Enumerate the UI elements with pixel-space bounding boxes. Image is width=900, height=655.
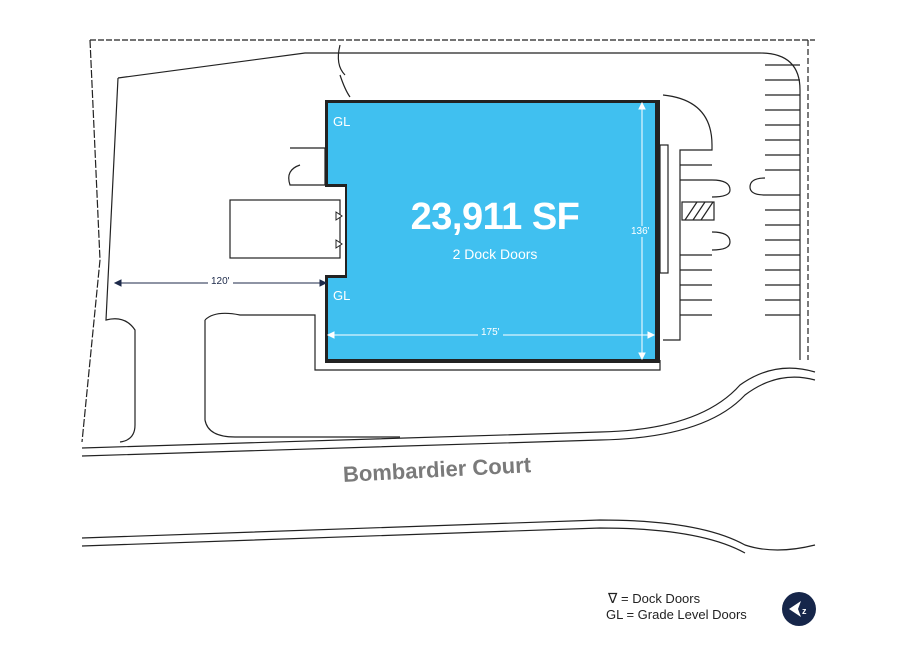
legend-dock-text: = Dock Doors: [621, 591, 701, 606]
hatched-area: [681, 201, 715, 221]
dock-door-icon: [335, 211, 343, 221]
building-footprint: [328, 103, 655, 359]
dock-door-count: 2 Dock Doors: [452, 246, 538, 262]
north-arrow-icon: z: [782, 592, 816, 626]
svg-text:z: z: [802, 606, 807, 616]
grade-level-label-top: GL: [333, 114, 351, 129]
dock-door-legend-icon: ∇: [608, 590, 618, 606]
dock-door-icon: [335, 239, 343, 249]
parking-stalls: [680, 64, 800, 316]
road-edge-top: [81, 367, 816, 449]
building-area: 23,911 SF: [410, 196, 580, 238]
truck-court: [229, 199, 341, 259]
grade-level-label-bottom: GL: [333, 288, 351, 303]
width-dimension: 175': [478, 327, 503, 338]
road-edge-bottom: [81, 519, 816, 551]
dock-door-icons: [335, 211, 343, 249]
legend-grade-level: GL = Grade Level Doors: [606, 607, 747, 622]
depth-dimension: 136': [630, 226, 651, 237]
legend-dock-doors: ∇ = Dock Doors: [608, 590, 700, 607]
setback-dimension: 120': [208, 276, 233, 287]
lot-outline: [117, 52, 801, 360]
